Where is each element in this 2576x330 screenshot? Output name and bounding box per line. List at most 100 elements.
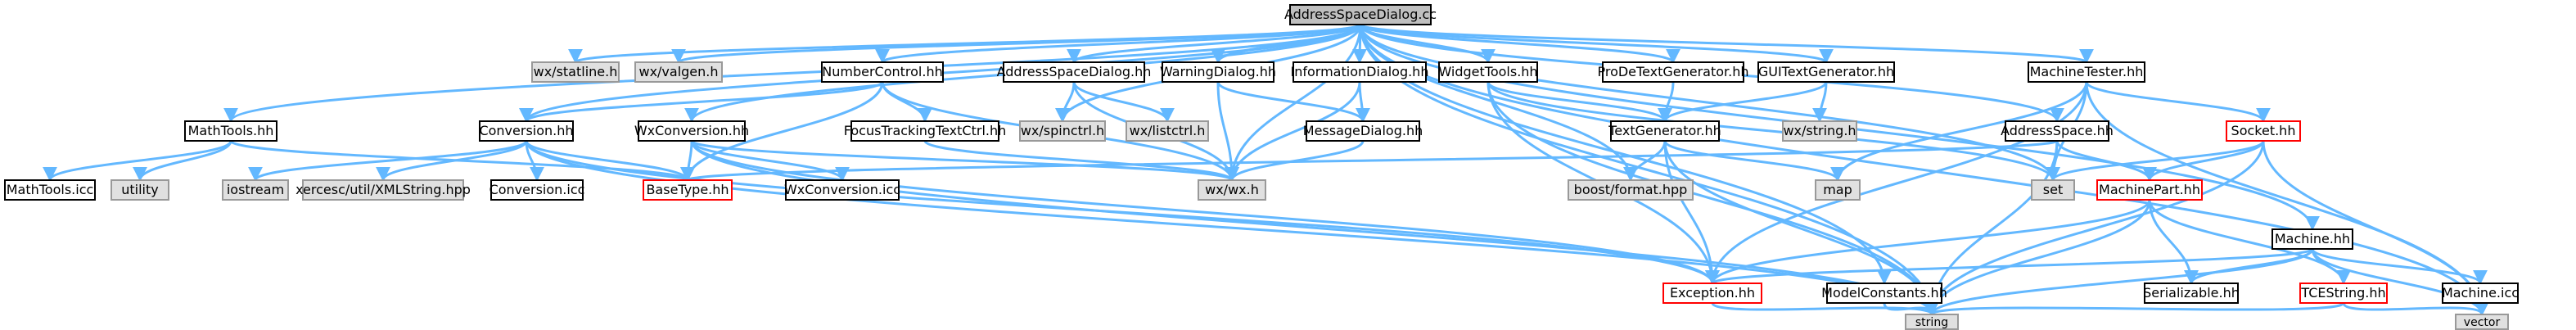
node-exception-label: Exception.hh (1670, 285, 1755, 301)
node-boostfmt-label: boost/format.hpp (1574, 182, 1688, 197)
node-statline[interactable]: wx/statline.h (531, 61, 620, 83)
node-spinctrl-box (1019, 120, 1106, 142)
node-widget[interactable]: WidgetTools.hh (1438, 61, 1538, 83)
node-warn[interactable]: WarningDialog.hh (1160, 61, 1276, 83)
node-warn-box (1162, 61, 1274, 83)
node-guitg-box (1757, 61, 1895, 83)
node-listctrl-label: wx/listctrl.h (1130, 123, 1206, 138)
node-msgdlg-box (1306, 120, 1420, 142)
edge-socket-to-string (1924, 140, 2265, 316)
node-map-label: map (1823, 182, 1852, 197)
edge-machine-to-string (1924, 248, 2314, 316)
node-wxconvicc-box (785, 179, 900, 201)
node-mtester-label: MachineTester.hh (2030, 64, 2144, 79)
node-utility[interactable]: utility (111, 179, 169, 201)
node-wxconv-label: WxConversion.hh (634, 123, 749, 138)
node-wxstring[interactable]: wx/string.h (1782, 120, 1857, 142)
edge-asdlg_hh-to-spinctrl (1055, 81, 1076, 123)
node-textgen-label: TextGenerator.hh (1608, 123, 1721, 138)
node-exception[interactable]: Exception.hh (1662, 283, 1762, 304)
node-map[interactable]: map (1815, 179, 1861, 201)
node-root-label: AddressSpaceDialog.cc (1284, 7, 1437, 22)
node-widget-label: WidgetTools.hh (1438, 64, 1537, 79)
edge-machine-to-exception (1705, 247, 2314, 285)
edge-root-to-vector (1359, 24, 2489, 316)
node-textgen-box (1610, 120, 1720, 142)
node-valgen-box (634, 61, 723, 83)
node-machine-label: Machine.hh (2275, 231, 2350, 246)
node-wxconv-box (638, 120, 746, 142)
node-string[interactable]: string (1905, 314, 1959, 330)
node-numctrl[interactable]: NumberControl.hh (821, 61, 944, 83)
node-root[interactable]: AddressSpaceDialog.cc (1284, 4, 1437, 25)
edge-numctrl-to-focus (881, 81, 932, 123)
node-addrspace[interactable]: AddressSpace.hh (2001, 120, 2114, 142)
node-msgdlg[interactable]: MessageDialog.hh (1303, 120, 1423, 142)
edge-wxconv-to-wxconvicc (690, 140, 850, 182)
node-wxconv[interactable]: WxConversion.hh (634, 120, 749, 142)
node-set-box (2031, 179, 2075, 201)
node-set[interactable]: set (2031, 179, 2075, 201)
node-mathtools[interactable]: MathTools.hh (184, 120, 277, 142)
node-prode-label: ProDeTextGenerator.hh (1597, 64, 1748, 79)
edge-widget-to-textgen (1487, 81, 1672, 123)
node-statline-box (531, 61, 620, 83)
node-numctrl-box (821, 61, 944, 83)
node-prode[interactable]: ProDeTextGenerator.hh (1597, 61, 1749, 83)
node-textgen[interactable]: TextGenerator.hh (1608, 120, 1721, 142)
node-xerces[interactable]: xercesc/util/XMLString.hpp (295, 179, 471, 201)
node-valgen[interactable]: wx/valgen.h (634, 61, 723, 83)
node-boostfmt[interactable]: boost/format.hpp (1568, 179, 1694, 201)
edge-widget-to-string (1487, 81, 1939, 316)
node-addrspace-label: AddressSpace.hh (2001, 123, 2114, 138)
node-warn-label: WarningDialog.hh (1160, 64, 1276, 79)
edge-root-to-set (1359, 24, 2060, 182)
node-iostream[interactable]: iostream (222, 179, 289, 201)
edge-guitg-to-wxstring (1812, 81, 1828, 123)
edge-wxconv-to-wxwx (690, 139, 1239, 182)
edge-mtester-to-exception (1705, 81, 2088, 285)
node-socket[interactable]: Socket.hh (2226, 120, 2301, 142)
edge-root-to-mtester (1359, 23, 2094, 64)
node-asdlg_hh-label: AddressSpaceDialog.hh (997, 64, 1152, 79)
node-mpart-label: MachinePart.hh (2099, 182, 2200, 197)
node-machicc[interactable]: Machine.icc (2442, 283, 2519, 304)
node-tcestring[interactable]: TCEString.hh (2299, 283, 2388, 304)
node-set-label: set (2043, 182, 2063, 197)
node-prode-box (1602, 61, 1744, 83)
node-convicc[interactable]: Conversion.icc (489, 179, 585, 201)
node-guitg[interactable]: GUITextGenerator.hh (1757, 61, 1895, 83)
node-listctrl[interactable]: wx/listctrl.h (1126, 120, 1209, 142)
node-spinctrl[interactable]: wx/spinctrl.h (1019, 120, 1106, 142)
edge-info-to-wxwx (1225, 81, 1361, 182)
node-basetype-box (643, 179, 733, 201)
node-mathicc[interactable]: MathTools.icc (4, 179, 96, 201)
node-machicc-box (2442, 283, 2519, 304)
node-asdlg_hh[interactable]: AddressSpaceDialog.hh (997, 61, 1152, 83)
node-mtester[interactable]: MachineTester.hh (2028, 61, 2145, 83)
node-info[interactable]: InformationDialog.hh (1291, 61, 1429, 83)
node-listctrl-box (1126, 120, 1209, 142)
edge-textgen-to-exception (1663, 140, 1720, 285)
node-conv[interactable]: Conversion.hh (479, 120, 574, 142)
node-tcestring-label: TCEString.hh (2300, 285, 2385, 301)
edge-info-to-msgdlg (1355, 81, 1370, 123)
node-machine[interactable]: Machine.hh (2271, 228, 2353, 250)
node-serial[interactable]: Serializable.hh (2143, 283, 2240, 304)
node-modelconst[interactable]: ModelConstants.hh (1821, 283, 1947, 304)
node-focus[interactable]: FocusTrackingTextCtrl.hh (844, 120, 1007, 142)
node-convicc-label: Conversion.icc (489, 182, 585, 197)
node-wxconvicc[interactable]: WxConversion.icc (784, 179, 900, 201)
edge-addrspace-to-basetype (681, 139, 2059, 182)
node-mpart[interactable]: MachinePart.hh (2096, 179, 2203, 201)
edge-warn-to-msgdlg (1216, 81, 1370, 123)
node-spinctrl-label: wx/spinctrl.h (1021, 123, 1104, 138)
edge-root-to-mathtools (223, 24, 1362, 123)
edge-root-to-numctrl (875, 23, 1362, 64)
node-wxwx[interactable]: wx/wx.h (1198, 179, 1266, 201)
node-vector[interactable]: vector (2455, 314, 2509, 330)
node-info-label: InformationDialog.hh (1291, 64, 1429, 79)
node-statline-label: wx/statline.h (534, 64, 618, 79)
node-basetype[interactable]: BaseType.hh (643, 179, 733, 201)
